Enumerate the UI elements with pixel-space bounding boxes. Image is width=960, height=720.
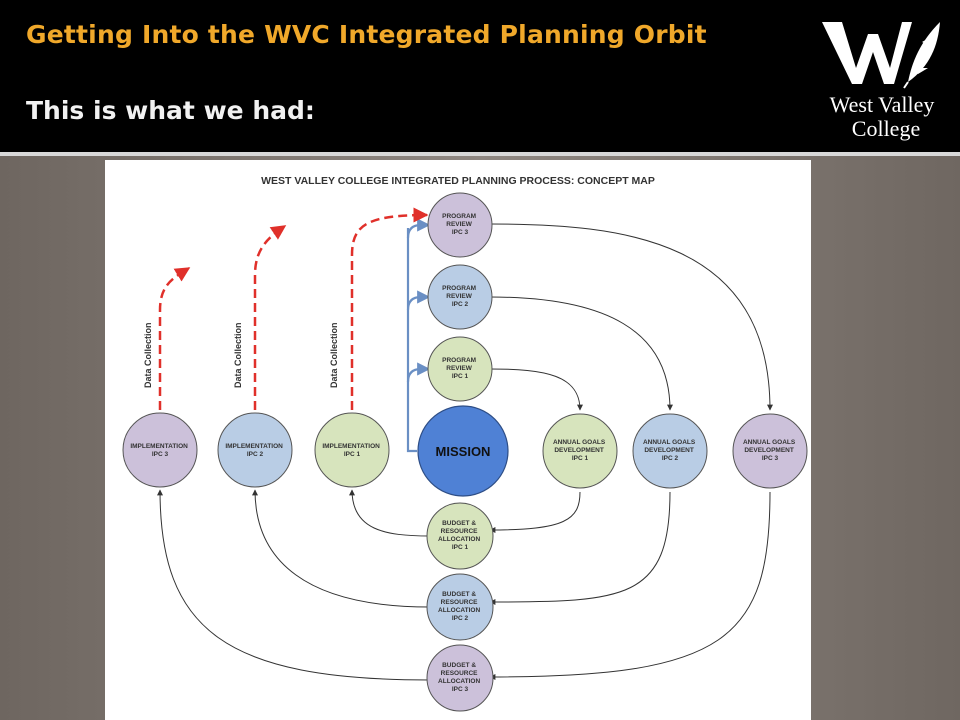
west-valley-college-logo: West Valley College [822, 22, 940, 141]
edge-ag1-br1 [489, 491, 581, 533]
edge-ag2-br2 [489, 491, 671, 605]
edge-pr2-ag2 [489, 296, 673, 411]
svg-text:ANNUAL GOALS DEVELOPME: ANNUAL GOALS DEVELOPMENT IPC 2 [643, 439, 697, 462]
node-program-review-ipc3: PROGRAM REVIEW IPC 3 [427, 192, 493, 258]
node-budget-resource-ipc3: BUDGET & RESOURCE ALLOCATION IPC 3 [426, 644, 494, 712]
edge-mission-pr3 [406, 218, 431, 239]
logo-leaf-icon [903, 22, 940, 89]
svg-text:ANNUAL GOALS DEVELOPME: ANNUAL GOALS DEVELOPMENT IPC 1 [553, 439, 607, 462]
node-annual-goals-ipc1: ANNUAL GOALS DEVELOPMENT IPC 1 [542, 413, 618, 489]
node-annual-goals-ipc3: ANNUAL GOALS DEVELOPMENT IPC 3 [732, 413, 808, 489]
edge-imp3-data [158, 266, 191, 410]
node-implementation-ipc3: IMPLEMENTATION IPC 3 [122, 412, 198, 488]
data-collection-label-imp3: Data Collection [143, 322, 153, 388]
node-mission: MISSION [417, 405, 509, 497]
data-collection-label-imp2: Data Collection [233, 322, 243, 388]
mission-blue-arrows [406, 218, 431, 453]
svg-text:BUDGET & RESOURCE: BUDGET & RESOURCE ALLOCATION IPC 1 [438, 520, 482, 551]
edge-mission-pr2 [406, 290, 431, 311]
svg-text:PROGRAM REVIEW: PROGRAM REVIEW IPC 1 [442, 357, 478, 380]
header-divider [0, 152, 960, 156]
slide-header: Getting Into the WVC Integrated Planning… [0, 0, 960, 152]
svg-text:MISSION: MISSION [436, 444, 491, 459]
data-collection-label-imp1: Data Collection [329, 322, 339, 388]
slide-subtitle: This is what we had: [26, 96, 315, 125]
edge-mission-pr1 [406, 362, 431, 383]
concept-map-panel: WEST VALLEY COLLEGE INTEGRATED PLANNING … [105, 160, 811, 720]
svg-text:BUDGET & RESOURCE: BUDGET & RESOURCE ALLOCATION IPC 3 [438, 662, 482, 693]
black-connectors [157, 223, 773, 681]
logo-text-line2: College [852, 116, 920, 141]
edge-pr1-ag1 [489, 368, 583, 411]
node-implementation-ipc2: IMPLEMENTATION IPC 2 [217, 412, 293, 488]
edge-br3-imp3 [157, 489, 431, 681]
concept-map-title: WEST VALLEY COLLEGE INTEGRATED PLANNING … [261, 175, 655, 187]
svg-text:IMPLEMENTATION IPC 2: IMPLEMENTATION IPC 2 [225, 443, 284, 458]
concept-map-svg: WEST VALLEY COLLEGE INTEGRATED PLANNING … [122, 175, 808, 712]
svg-text:ANNUAL GOALS DEVELOPME: ANNUAL GOALS DEVELOPMENT IPC 3 [743, 439, 797, 462]
mission-trunk [406, 228, 417, 453]
node-annual-goals-ipc2: ANNUAL GOALS DEVELOPMENT IPC 2 [632, 413, 708, 489]
svg-text:IMPLEMENTATION IPC 1: IMPLEMENTATION IPC 1 [322, 443, 381, 458]
node-implementation-ipc1: IMPLEMENTATION IPC 1 [314, 412, 390, 488]
edge-br1-imp1 [349, 489, 431, 537]
edge-pr3-ag3 [489, 223, 773, 411]
logo-w-mark [822, 22, 912, 84]
node-budget-resource-ipc1: BUDGET & RESOURCE ALLOCATION IPC 1 [426, 502, 494, 570]
edge-imp1-data [350, 207, 429, 410]
svg-text:IMPLEMENTATION IPC 3: IMPLEMENTATION IPC 3 [130, 443, 189, 458]
edge-imp2-data [253, 224, 287, 410]
svg-text:PROGRAM REVIEW: PROGRAM REVIEW IPC 3 [442, 213, 478, 236]
node-budget-resource-ipc2: BUDGET & RESOURCE ALLOCATION IPC 2 [426, 573, 494, 641]
node-program-review-ipc1: PROGRAM REVIEW IPC 1 [427, 336, 493, 402]
slide-title: Getting Into the WVC Integrated Planning… [26, 20, 707, 49]
logo-text-line1: West Valley [830, 92, 935, 117]
node-program-review-ipc2: PROGRAM REVIEW IPC 2 [427, 264, 493, 330]
svg-text:BUDGET & RESOURCE: BUDGET & RESOURCE ALLOCATION IPC 2 [438, 591, 482, 622]
svg-text:PROGRAM REVIEW: PROGRAM REVIEW IPC 2 [442, 285, 478, 308]
data-collection-arrows [158, 207, 429, 410]
edge-ag3-br3 [489, 491, 771, 680]
edge-br2-imp2 [252, 489, 431, 608]
